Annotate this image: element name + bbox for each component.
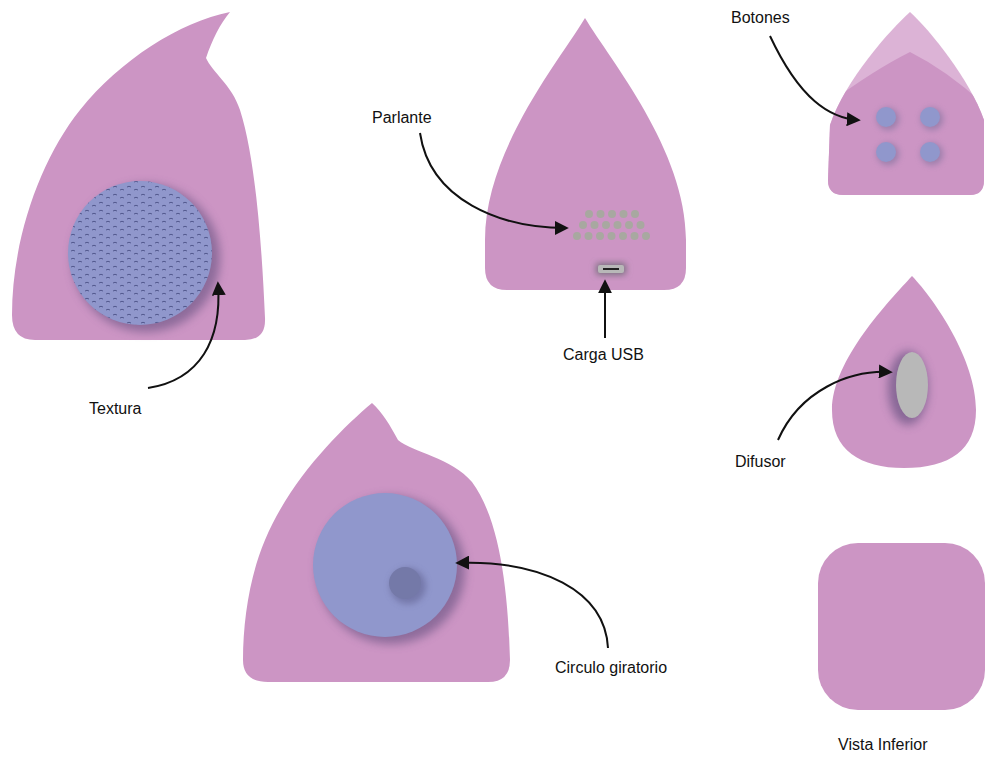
speaker-hole: [637, 221, 645, 229]
part-label: Difusor: [735, 452, 786, 471]
speaker-hole: [597, 210, 605, 218]
front-view: [485, 18, 686, 290]
view-caption: Vista Inferior: [838, 735, 928, 754]
part-label: Circulo giratorio: [555, 658, 667, 677]
speaker-hole: [631, 210, 639, 218]
speaker-hole: [625, 221, 633, 229]
part-label: Parlante: [372, 108, 432, 127]
leader-lines: [148, 36, 890, 648]
speaker-grille: [573, 210, 650, 240]
speaker-hole: [585, 232, 593, 240]
side-view-diffuser: [832, 276, 976, 468]
speaker-hole: [642, 232, 650, 240]
speaker-hole: [620, 210, 628, 218]
side-view-texture: [12, 12, 265, 340]
speaker-hole: [619, 232, 627, 240]
part-label: Textura: [89, 399, 141, 418]
speaker-hole: [579, 221, 587, 229]
speaker-hole: [608, 210, 616, 218]
bottom-view: [818, 543, 985, 710]
speaker-hole: [631, 232, 639, 240]
speaker-hole: [573, 232, 581, 240]
speaker-hole: [585, 210, 593, 218]
speaker-hole: [602, 221, 610, 229]
speaker-hole: [614, 221, 622, 229]
speaker-hole: [591, 221, 599, 229]
speaker-hole: [596, 232, 604, 240]
speaker-hole: [608, 232, 616, 240]
top-view-buttons: [820, 12, 987, 200]
side-view-dial: [243, 403, 510, 682]
part-label: Botones: [731, 8, 790, 27]
part-label: Carga USB: [563, 345, 644, 364]
